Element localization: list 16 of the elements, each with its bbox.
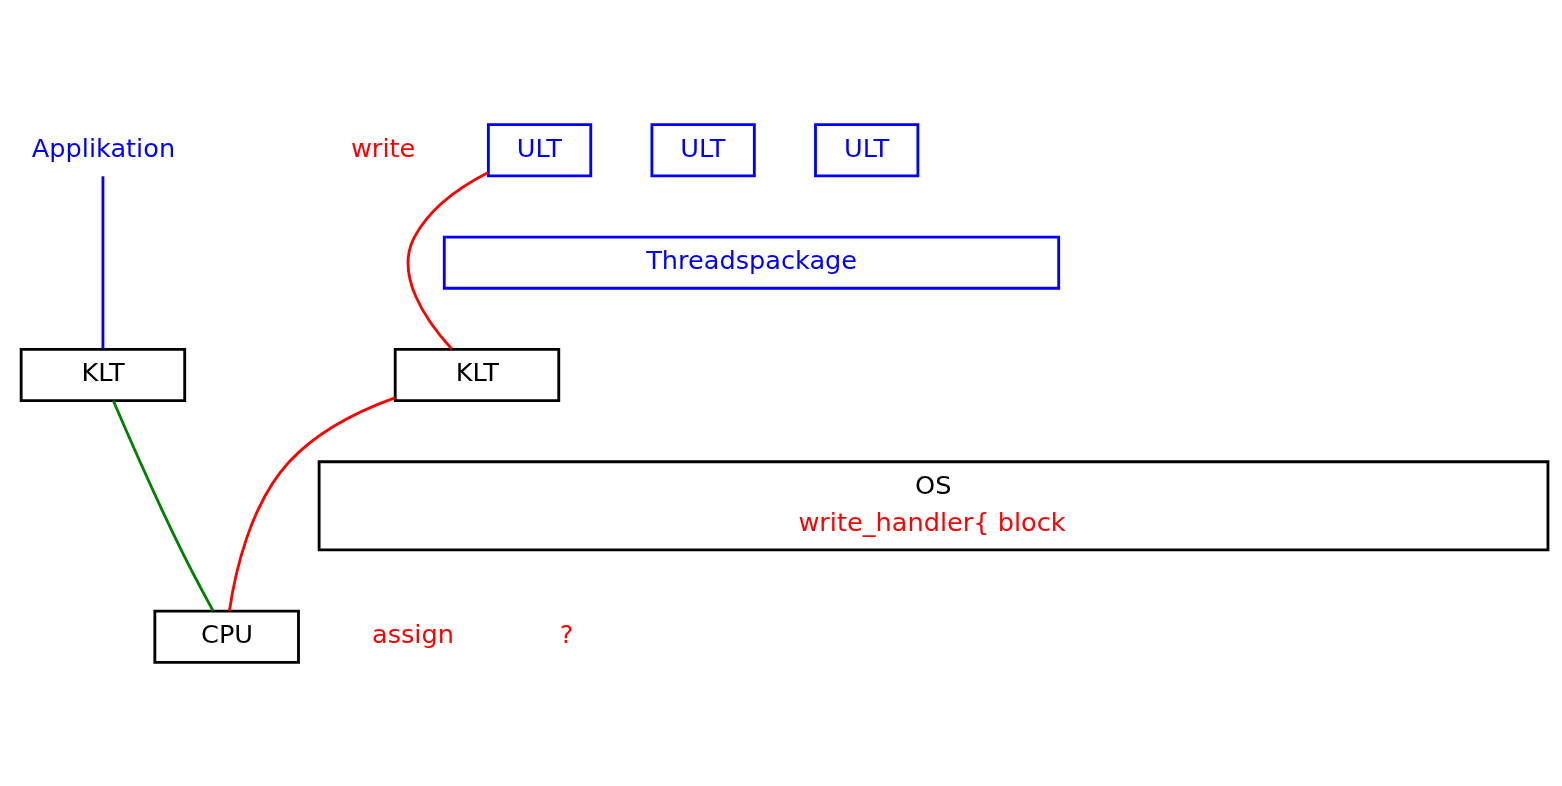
connector (101, 175, 105, 349)
connector (228, 396, 396, 611)
label: ? (559, 618, 574, 649)
node-label: write (350, 132, 416, 163)
connector (406, 170, 489, 350)
node-box: OS write_handler{ block (317, 459, 1550, 551)
node-box: ULT (650, 122, 756, 177)
node-box: KLT (19, 347, 187, 402)
node-box: KLT (393, 347, 561, 402)
node-box: Threadspackage (442, 235, 1061, 290)
label: assign (372, 618, 454, 649)
node-box: CPU (153, 609, 300, 664)
node-box: ULT (814, 122, 920, 177)
connector (112, 399, 215, 612)
node-box: ULT (486, 122, 593, 177)
node-text: Applikation (31, 132, 176, 163)
